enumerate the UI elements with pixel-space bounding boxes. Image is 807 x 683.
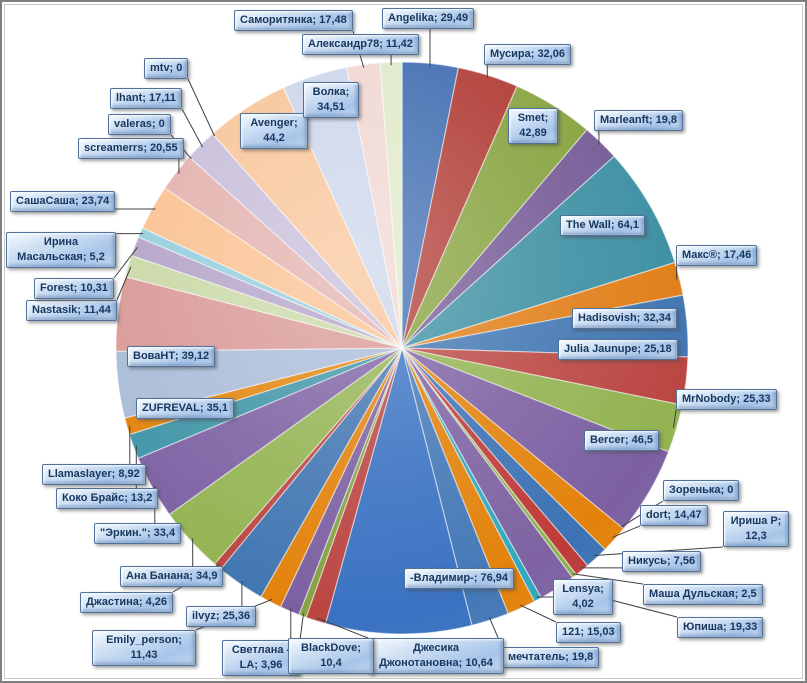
data-label[interactable]: -Владимир-; 76,94 xyxy=(404,568,514,589)
data-label[interactable]: valeras; 0 xyxy=(108,114,171,135)
data-label[interactable]: Ана Банана; 34,9 xyxy=(120,566,224,587)
data-label[interactable]: Александр78; 11,42 xyxy=(302,34,419,55)
data-label[interactable]: ВоваНТ; 39,12 xyxy=(127,346,216,367)
data-label[interactable]: Джесика Джонотановна; 10,64 xyxy=(368,638,504,674)
data-label[interactable]: Angelika; 29,49 xyxy=(382,8,475,29)
data-label[interactable]: Макс®; 17,46 xyxy=(676,245,758,266)
data-label[interactable]: ilvyz; 25,36 xyxy=(186,606,257,627)
data-label[interactable]: screamerrs; 20,55 xyxy=(78,138,184,159)
data-label[interactable]: Avenger; 44,2 xyxy=(240,113,308,149)
data-label[interactable]: Волка; 34,51 xyxy=(303,82,359,118)
data-label[interactable]: Саморитянка; 17,48 xyxy=(234,10,353,31)
data-label[interactable]: mtv; 0 xyxy=(144,58,189,79)
data-label[interactable]: Forest; 10,31 xyxy=(34,278,114,299)
data-label[interactable]: ZUFREVAL; 35,1 xyxy=(136,398,234,419)
data-label[interactable]: СашаСаша; 23,74 xyxy=(10,191,116,212)
data-label[interactable]: Зоренька; 0 xyxy=(663,480,740,501)
data-label[interactable]: Юпиша; 19,33 xyxy=(677,617,764,638)
data-label[interactable]: "Эркин."; 33,4 xyxy=(94,523,182,544)
data-label[interactable]: dort; 14,47 xyxy=(640,505,708,526)
data-label[interactable]: Никусь; 7,56 xyxy=(622,551,702,572)
data-label[interactable]: Ирина Масальская; 5,2 xyxy=(6,232,116,268)
data-label[interactable]: 121; 15,03 xyxy=(556,622,621,643)
data-label[interactable]: Мусира; 32,06 xyxy=(484,44,571,65)
data-label[interactable]: Hadisovish; 32,34 xyxy=(572,308,677,329)
data-label[interactable]: Коко Брайс; 13,2 xyxy=(56,488,159,509)
data-label[interactable]: Emily_person; 11,43 xyxy=(92,630,196,666)
data-label[interactable]: Smet; 42,89 xyxy=(508,108,558,144)
data-label[interactable]: Marleanft; 19,8 xyxy=(594,110,684,131)
data-label[interactable]: Джастина; 4,26 xyxy=(80,592,174,613)
data-label[interactable]: Lensya; 4,02 xyxy=(553,579,613,615)
data-label[interactable]: Nastasik; 11,44 xyxy=(26,300,117,321)
data-label[interactable]: Llamaslayer; 8,92 xyxy=(42,464,146,485)
data-label[interactable]: Bercer; 46,5 xyxy=(584,430,659,451)
data-label[interactable]: MrNobody; 25,33 xyxy=(676,389,777,410)
data-label[interactable]: мечтатель; 19,8 xyxy=(502,647,600,668)
data-label[interactable]: Ириша Р; 12,3 xyxy=(723,511,789,547)
data-label[interactable]: Julia Jaunupe; 25,18 xyxy=(558,339,678,360)
data-label[interactable]: The Wall; 64,1 xyxy=(560,215,645,236)
data-label[interactable]: lhant; 17,11 xyxy=(110,88,182,109)
data-label[interactable]: BlackDove; 10,4 xyxy=(288,638,374,674)
data-label[interactable]: Маша Дульская; 2,5 xyxy=(643,584,763,605)
